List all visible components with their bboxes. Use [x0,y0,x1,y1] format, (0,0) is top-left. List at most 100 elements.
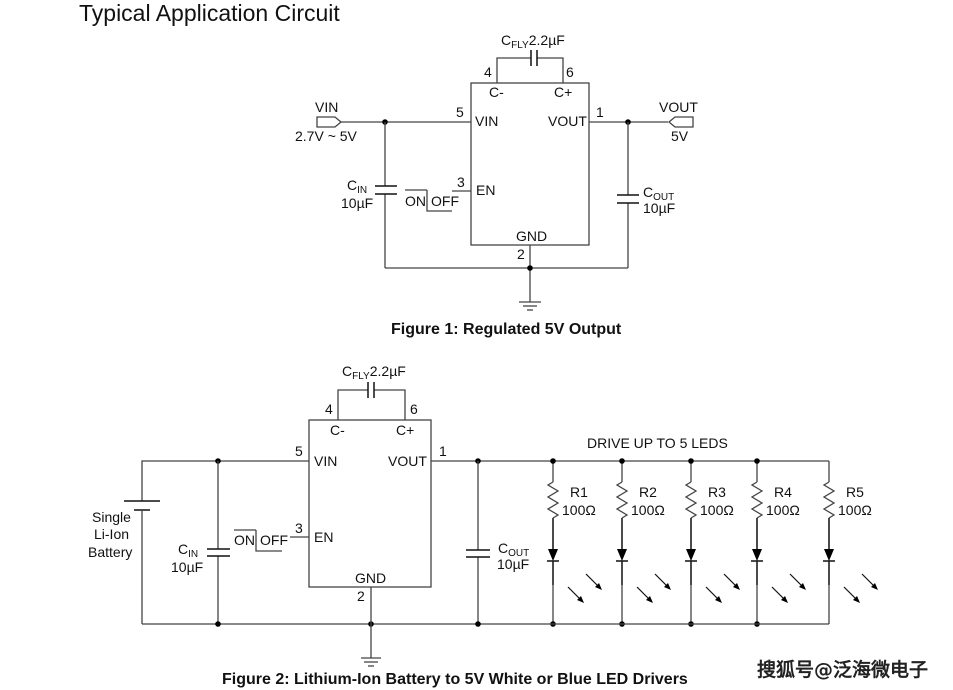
fig2-pin2-number: 2 [357,588,365,604]
fig1-gnd-label: GND [516,228,547,244]
light-arrow-icon [585,573,602,590]
fig1-pin6-number: 6 [566,64,574,80]
fig2-pin-vout-label: VOUT [388,453,427,469]
fig1-pin-en-label: EN [476,182,495,198]
light-arrow-icon [771,586,788,603]
fig1-vout-value: 5V [671,128,689,144]
watermark: 搜狐号@泛海微电子 [757,658,928,681]
svg-text:Battery: Battery [88,544,132,560]
fig1-ic-body [470,82,590,246]
fig1-pin-vin-label: VIN [475,113,498,129]
fig1-cfly-label: CFLY2.2µF [501,32,565,51]
fig2-pin-cminus-label: C- [330,422,345,438]
light-arrow-icon [723,573,740,590]
resistor-name: R5 [846,484,864,500]
resistor-r4-icon [750,481,764,519]
resistor-value: 100Ω [700,502,734,518]
light-arrow-icon [636,586,653,603]
figure-1-caption: Figure 1: Regulated 5V Output [391,321,622,338]
resistor-r1-icon [546,481,560,519]
svg-text:Single: Single [92,509,131,525]
led-1-icon [548,549,558,561]
fig1-pin-cplus-label: C+ [554,84,572,100]
fig1-cout-capacitor: COUT 10µF [617,122,675,268]
fig1-en-switch-label: ON OFF [405,189,459,212]
fig2-ground-icon [361,657,381,667]
fig1-pin-cminus-label: C- [489,84,504,100]
fig1-pin4-number: 4 [484,64,492,80]
figure-1: CFLY2.2µF 4 6 C- C+ VIN 2.7V ~ 5V 5 VIN … [295,32,698,338]
fig2-ic-body [308,419,432,588]
fig2-cout-label: COUT [498,540,529,559]
resistor-r2-icon [615,481,629,519]
fig1-vin-port-icon [316,116,343,128]
resistor-r3-icon [684,481,698,519]
light-arrow-icon [789,573,806,590]
light-arrow-icon [705,586,722,603]
fig2-pin4-number: 4 [325,401,333,417]
resistor-value: 100Ω [631,502,665,518]
fig1-pin-vout-label: VOUT [548,113,587,129]
fig2-cout-capacitor: COUT 10µF [466,461,529,624]
fig2-cin-capacitor: CIN 10µF [171,461,230,624]
fig1-cin-capacitor: CIN 10µF [341,122,397,268]
fig1-vin-port-label: VIN [315,99,338,115]
light-arrow-icon [861,573,878,590]
resistor-value: 100Ω [838,502,872,518]
figure-2-caption: Figure 2: Lithium-Ion Battery to 5V Whit… [222,671,688,688]
resistor-name: R4 [774,484,792,500]
fig1-pin2-number: 2 [517,246,525,262]
fig1-cout-label: COUT [643,184,674,203]
led-3-icon [686,549,696,561]
led-branch-1: R1 100Ω [546,458,602,627]
fig2-battery-label: Single Li-Ion Battery [88,509,132,560]
fig2-cfly-label: CFLY2.2µF [342,363,406,382]
fig1-pin1-number: 1 [596,104,604,120]
fig1-cin-value: 10µF [341,195,373,211]
fig2-pin5-number: 5 [295,443,303,459]
fig2-gnd-label: GND [355,570,386,586]
fig2-pin3-number: 3 [295,520,303,536]
resistor-name: R2 [639,484,657,500]
fig1-pin5-number: 5 [456,104,464,120]
fig2-pin1-number: 1 [439,443,447,459]
light-arrow-icon [654,573,671,590]
page-title: Typical Application Circuit [79,0,340,26]
svg-text:OFF: OFF [431,193,459,209]
fig2-cin-value: 10µF [171,559,203,575]
fig1-vout-port-label: VOUT [659,99,698,115]
svg-text:OFF: OFF [260,532,288,548]
fig2-cfly-capacitor: CFLY2.2µF [337,363,406,420]
fig1-ground-icon [519,301,541,311]
led-branch-3: R3 100Ω [684,458,740,627]
fig2-cin-label: CIN [178,541,198,560]
fig2-pin-vin-label: VIN [314,453,337,469]
figure-2: CFLY2.2µF 4 6 C- C+ 5 VIN Single Li-Ion … [88,363,878,688]
fig2-cout-value: 10µF [497,556,529,572]
fig1-cfly-capacitor: CFLY2.2µF [496,32,565,83]
fig2-pin6-number: 6 [410,401,418,417]
resistor-r5-icon [822,481,836,519]
fig2-pin-cplus-label: C+ [396,422,414,438]
led-2-icon [617,549,627,561]
fig1-cin-label: CIN [347,177,367,196]
fig2-led-header: DRIVE UP TO 5 LEDS [587,435,728,451]
svg-text:ON: ON [405,193,426,209]
led-branch-2: R2 100Ω [615,458,671,627]
light-arrow-icon [843,586,860,603]
resistor-name: R3 [708,484,726,500]
svg-text:Li-Ion: Li-Ion [94,526,129,542]
led-4-icon [752,549,762,561]
resistor-name: R1 [570,484,588,500]
fig1-pin3-number: 3 [457,174,465,190]
svg-text:ON: ON [234,532,255,548]
resistor-value: 100Ω [562,502,596,518]
fig1-vout-port-icon [667,116,694,128]
fig2-battery-icon [124,500,160,624]
led-branch-5: R5 100Ω [822,461,878,624]
light-arrow-icon [567,586,584,603]
fig2-pin-en-label: EN [314,529,333,545]
fig2-en-switch-label: ON OFF [234,529,288,552]
